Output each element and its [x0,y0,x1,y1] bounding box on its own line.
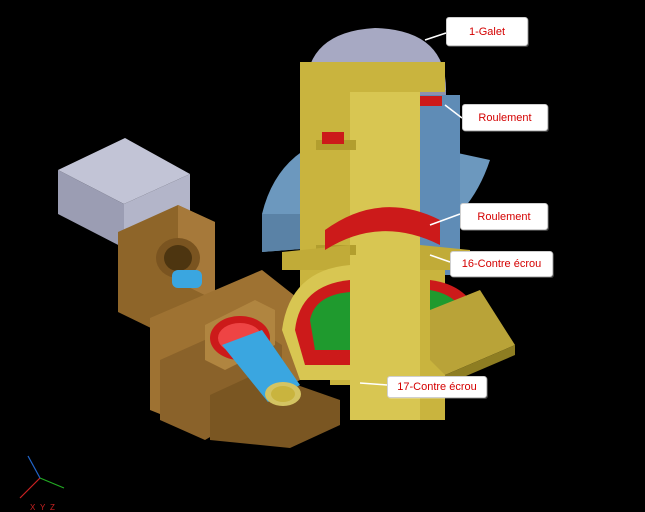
spindle-body [282,62,470,420]
callout-contre-ecrou-17-text: 17-Contre écrou [397,381,477,393]
coupling [172,270,202,288]
callout-contre-ecrou-16-text: 16-Contre écrou [461,258,542,270]
axis-triad: X Y Z [19,455,65,512]
leader-lines [359,32,463,386]
worm-shaft [222,330,301,406]
axis-x-label: X [30,503,36,512]
base-foot-right [430,290,515,385]
callout-roulement-middle[interactable]: Roulement [460,203,548,230]
axis-y-label: Y [40,503,46,512]
bearing-middle [325,207,440,250]
axis-z-label: Z [50,503,55,512]
bearing-top [322,96,442,144]
callout-contre-ecrou-17[interactable]: 17-Contre écrou [387,376,487,398]
callout-contre-ecrou-16[interactable]: 16-Contre écrou [450,251,553,277]
callout-roulement-top[interactable]: Roulement [462,104,548,131]
callout-roulement-top-text: Roulement [478,111,532,124]
callout-roulement-middle-text: Roulement [477,210,531,223]
callout-galet[interactable]: 1-Galet [446,17,528,46]
callout-galet-text: 1-Galet [468,25,506,38]
